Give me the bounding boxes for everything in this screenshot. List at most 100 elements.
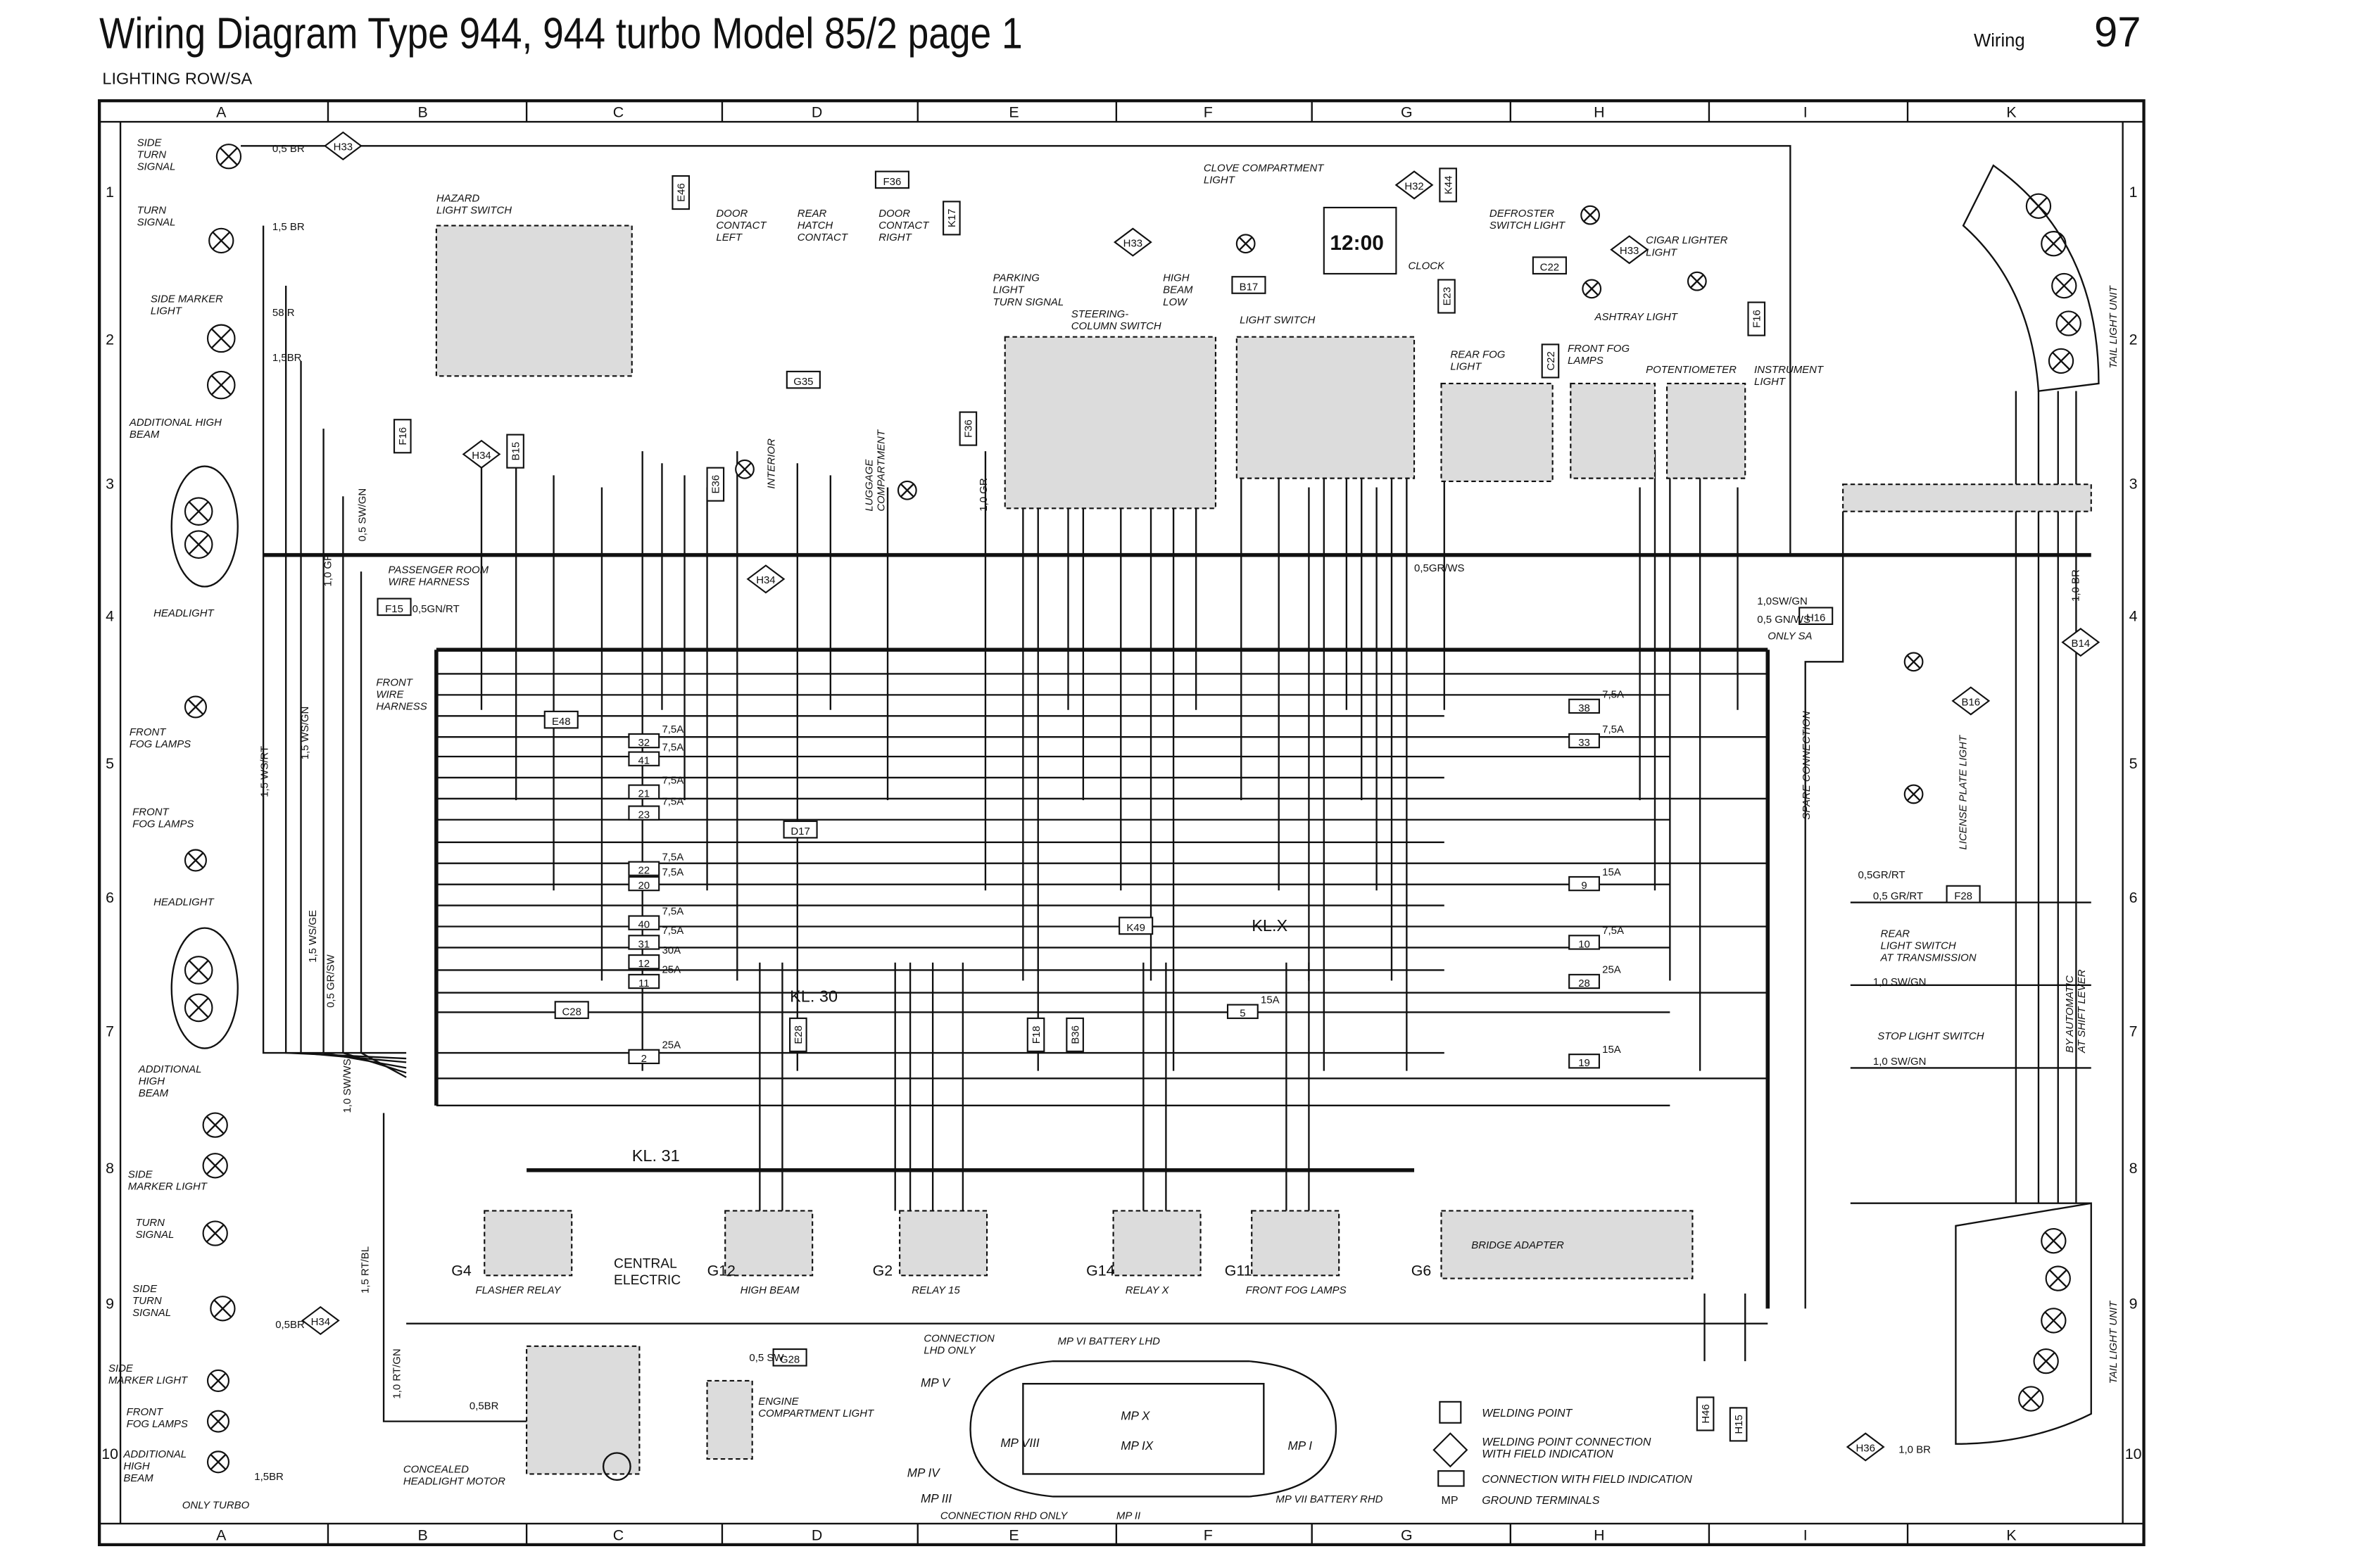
legend-mp-symbol: MP [1442, 1494, 1459, 1507]
label-line: SPARE CONNECTION [1801, 711, 1813, 819]
svg-text:E23: E23 [1441, 287, 1453, 306]
svg-text:F36: F36 [963, 419, 975, 438]
label-mp1: MP I [1288, 1439, 1313, 1453]
column-label: G [1401, 104, 1413, 121]
engine-light-box [706, 1379, 753, 1460]
lamp-icon [2033, 1348, 2059, 1374]
label-mp10: MP X [1121, 1409, 1150, 1422]
svg-text:G28: G28 [780, 1353, 800, 1365]
fuse: 387,5A [1568, 689, 1624, 714]
label-line: CIGAR LIGHTER [1646, 234, 1728, 246]
relay-15-box [899, 1210, 988, 1277]
front-fog-relay-box [1251, 1210, 1340, 1277]
label-line: RELAY 15 [912, 1284, 960, 1296]
label-line: HIGH [123, 1460, 150, 1472]
svg-text:H46: H46 [1700, 1404, 1712, 1423]
label-line: MARKER LIGHT [128, 1181, 208, 1193]
page-number: 97 [2094, 8, 2141, 56]
row-label: 5 [106, 755, 114, 772]
connector-h36: H36 [1846, 1432, 1885, 1462]
svg-text:H36: H36 [1856, 1442, 1875, 1454]
label-line: ENGINE [758, 1396, 799, 1408]
label-line: SIDE MARKER [151, 293, 223, 305]
column-label: B [418, 1526, 428, 1543]
fuse-rating: 7,5A [662, 795, 684, 807]
label-line: CONNECTION [924, 1332, 995, 1344]
label-line: G2 [873, 1262, 893, 1279]
label-line: BEAM [1163, 284, 1193, 296]
label-line: LHD ONLY [924, 1344, 976, 1356]
label-line: COMPARTMENT [876, 429, 888, 512]
connector-h33: H33 [1113, 227, 1152, 257]
label-line: RIGHT [878, 232, 912, 244]
label-line: MP III [921, 1492, 952, 1505]
label-line: SIDE [108, 1362, 134, 1374]
column-label: C [613, 104, 624, 121]
connector-f36: F36 [959, 411, 978, 446]
label-tail-light-top: TAIL LIGHT UNIT [2108, 284, 2119, 368]
label-line: LAMPS [1568, 355, 1604, 367]
lamp-icon [897, 480, 917, 500]
label-mp4: MP IV [907, 1467, 940, 1480]
label-line: CONTACT [798, 232, 849, 244]
label-line: HIGH BEAM [741, 1284, 800, 1296]
lamp-icon [184, 695, 207, 719]
lamp-icon [206, 1410, 230, 1433]
label-line: SIGNAL [137, 161, 176, 173]
column-label: K [2006, 104, 2016, 121]
label-line: LIGHT [1754, 376, 1787, 388]
row-label: 8 [2129, 1160, 2138, 1177]
label-kl30: KL. 30 [790, 987, 838, 1005]
label-line: ADDITIONAL [122, 1448, 187, 1460]
wire-label: 0,5 BR [272, 143, 305, 155]
label-line: G12 [707, 1262, 736, 1279]
row-label: 6 [106, 889, 114, 906]
connector-g35: G35 [786, 370, 821, 389]
label-conn-rhd: CONNECTION RHD ONLY [940, 1510, 1069, 1522]
connector-b36: B36 [1066, 1017, 1084, 1052]
label-line: 12:00 [1330, 232, 1383, 255]
row-label: 10 [101, 1446, 118, 1462]
label-line: MP V [921, 1376, 951, 1389]
column-label: D [812, 104, 822, 121]
label-line: INTERIOR [766, 438, 778, 489]
fuse-number: 22 [638, 865, 650, 877]
high-beam-relay-box [724, 1210, 814, 1277]
label-kl31: KL. 31 [632, 1146, 680, 1165]
label-line: FOG LAMPS [132, 818, 194, 830]
section-label: Wiring [1974, 31, 2025, 51]
wire-label: 0,5 GR/SW [325, 954, 337, 1007]
label-interior: INTERIOR [766, 438, 778, 489]
label-line: FRONT [127, 1406, 164, 1418]
label-line: FRONT FOG LAMPS [1246, 1284, 1347, 1296]
label-tail-light-bottom: TAIL LIGHT UNIT [2108, 1300, 2119, 1384]
wire-label: 1,0 SW/GN [1873, 976, 1927, 988]
fuse-number: 31 [638, 938, 650, 950]
svg-text:B17: B17 [1240, 281, 1259, 293]
wire-label: 0,5GN/RT [412, 603, 460, 615]
fuse: 107,5A [1568, 925, 1624, 950]
front-fog-switch-box [1570, 382, 1656, 479]
svg-text:E28: E28 [793, 1025, 805, 1044]
connector-k49: K49 [1119, 916, 1154, 935]
label-line: TAIL LIGHT UNIT [2108, 1300, 2119, 1384]
label-line: MP IX [1121, 1439, 1153, 1453]
connector-h16: H16 [1799, 607, 1834, 625]
svg-text:H33: H33 [1620, 245, 1639, 257]
label-clock-display: 12:00 [1330, 232, 1383, 255]
label-g12: G12 [707, 1262, 736, 1279]
label-line: LIGHT SWITCH [1240, 314, 1315, 326]
connector-h15: H15 [1729, 1407, 1748, 1442]
label-mp9: MP IX [1121, 1439, 1153, 1453]
label-line: CONTACT [878, 220, 930, 232]
headlight-motor-box [526, 1345, 641, 1475]
connector-b15: B15 [506, 434, 524, 469]
label-line: RELAY X [1126, 1284, 1170, 1296]
